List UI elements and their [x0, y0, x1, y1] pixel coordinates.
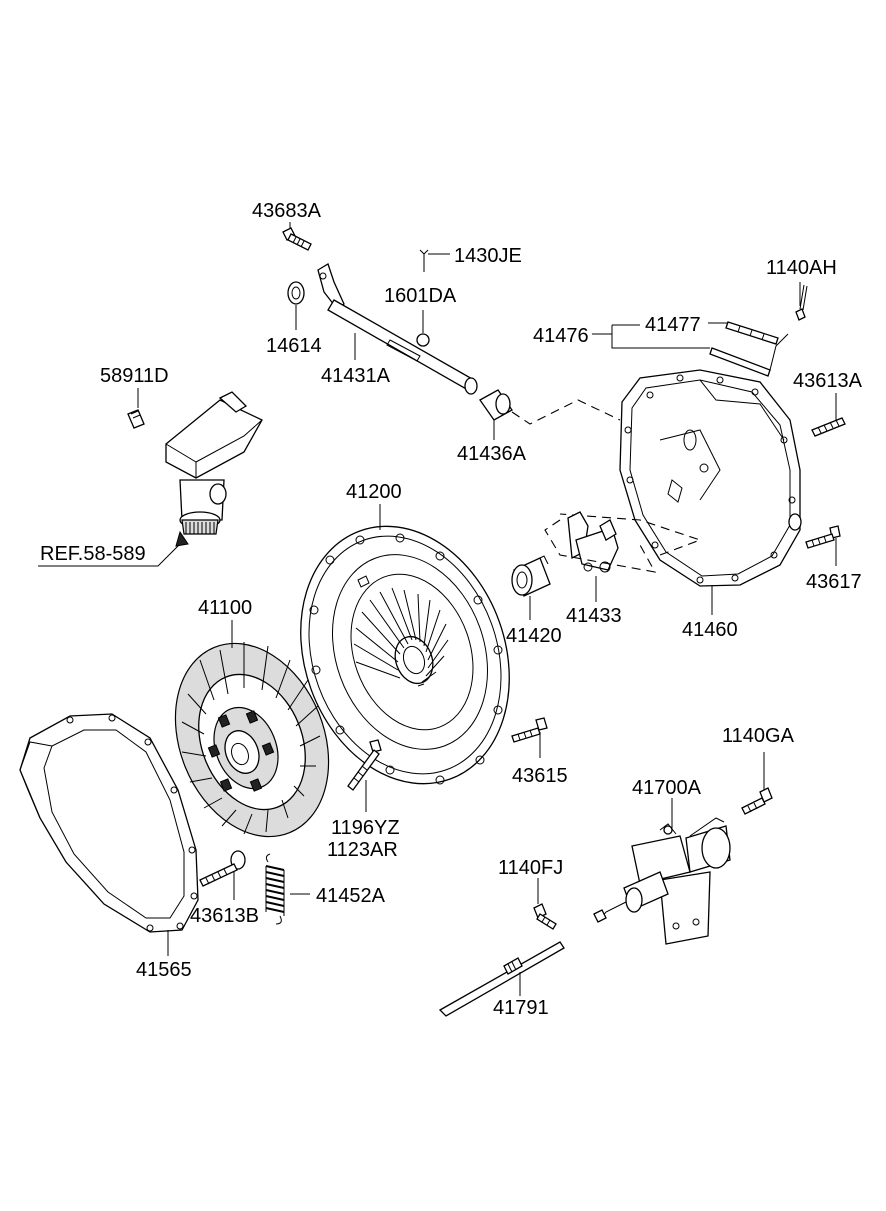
label-41433: 41433: [566, 605, 622, 627]
label-1140AH: 1140AH: [766, 257, 837, 279]
speed-sensor-58911D: [127, 391, 263, 535]
bracket-41476: [611, 322, 728, 349]
label-41700A: 41700A: [632, 777, 702, 799]
label-41200: 41200: [346, 481, 402, 503]
bolt-1196YZ: [347, 739, 382, 791]
pressure-plate-41200: [300, 525, 510, 785]
flywheel-housing-41565: [19, 713, 199, 933]
ref-arrow-icon: [175, 530, 189, 547]
bolt-1140GA: [741, 787, 773, 815]
bolt-1140AH: [795, 284, 808, 321]
label-43615: 43615: [512, 765, 568, 787]
bolt-1140FJ: [533, 903, 557, 930]
label-1123AR: 1123AR: [327, 839, 398, 861]
spring-41452A: [265, 853, 285, 925]
slave-cylinder-41700A: [593, 817, 731, 945]
label-1140GA: 1140GA: [722, 725, 795, 747]
label-41565: 41565: [136, 959, 192, 981]
label-43617: 43617: [806, 571, 862, 593]
ball-1601DA: [416, 333, 430, 347]
label-43613B: 43613B: [190, 905, 259, 927]
label-1196YZ: 1196YZ: [331, 817, 400, 839]
bolt-43615: [511, 717, 548, 743]
label-1601DA: 1601DA: [384, 285, 457, 307]
stud-43613A: [811, 417, 846, 437]
label-41476: 41476: [533, 325, 589, 347]
label-41436A: 41436A: [457, 443, 527, 465]
label-58911D: 58911D: [100, 365, 169, 387]
dash-link-41460: [559, 513, 702, 556]
label-41100: 41100: [198, 597, 252, 619]
cable-41477: [709, 321, 789, 377]
dash-link-41436A: [511, 399, 621, 425]
washer-14614: [287, 281, 305, 305]
label-41452A: 41452A: [316, 885, 386, 907]
label-41460: 41460: [682, 619, 738, 641]
bolt-43613B: [199, 850, 246, 887]
release-bearing-41420: [511, 555, 551, 597]
release-fork-41433: [567, 511, 619, 573]
label-1430JE: 1430JE: [454, 245, 522, 267]
label-14614: 14614: [266, 335, 322, 357]
dash-link-41433: [544, 519, 657, 573]
label-ref-58-589: REF.58-589: [40, 543, 146, 565]
label-41420: 41420: [506, 625, 562, 647]
push-rod-41791: [438, 941, 565, 1017]
label-41791: 41791: [493, 997, 549, 1019]
label-1140FJ: 1140FJ: [498, 857, 563, 879]
bolt-43617: [805, 525, 841, 549]
clutch-disc-41100: [174, 642, 330, 838]
label-43613A: 43613A: [793, 370, 863, 392]
label-43683A: 43683A: [252, 200, 322, 222]
clutch-housing-41460: [619, 369, 802, 587]
leader-REF: [38, 541, 183, 567]
label-41431A: 41431A: [321, 365, 391, 387]
bolt-43683A: [282, 227, 312, 251]
pin-1430JE: [419, 249, 429, 272]
bushing-41436A: [479, 389, 513, 421]
release-shaft-41431A: [317, 263, 478, 395]
label-41477: 41477: [645, 314, 701, 336]
